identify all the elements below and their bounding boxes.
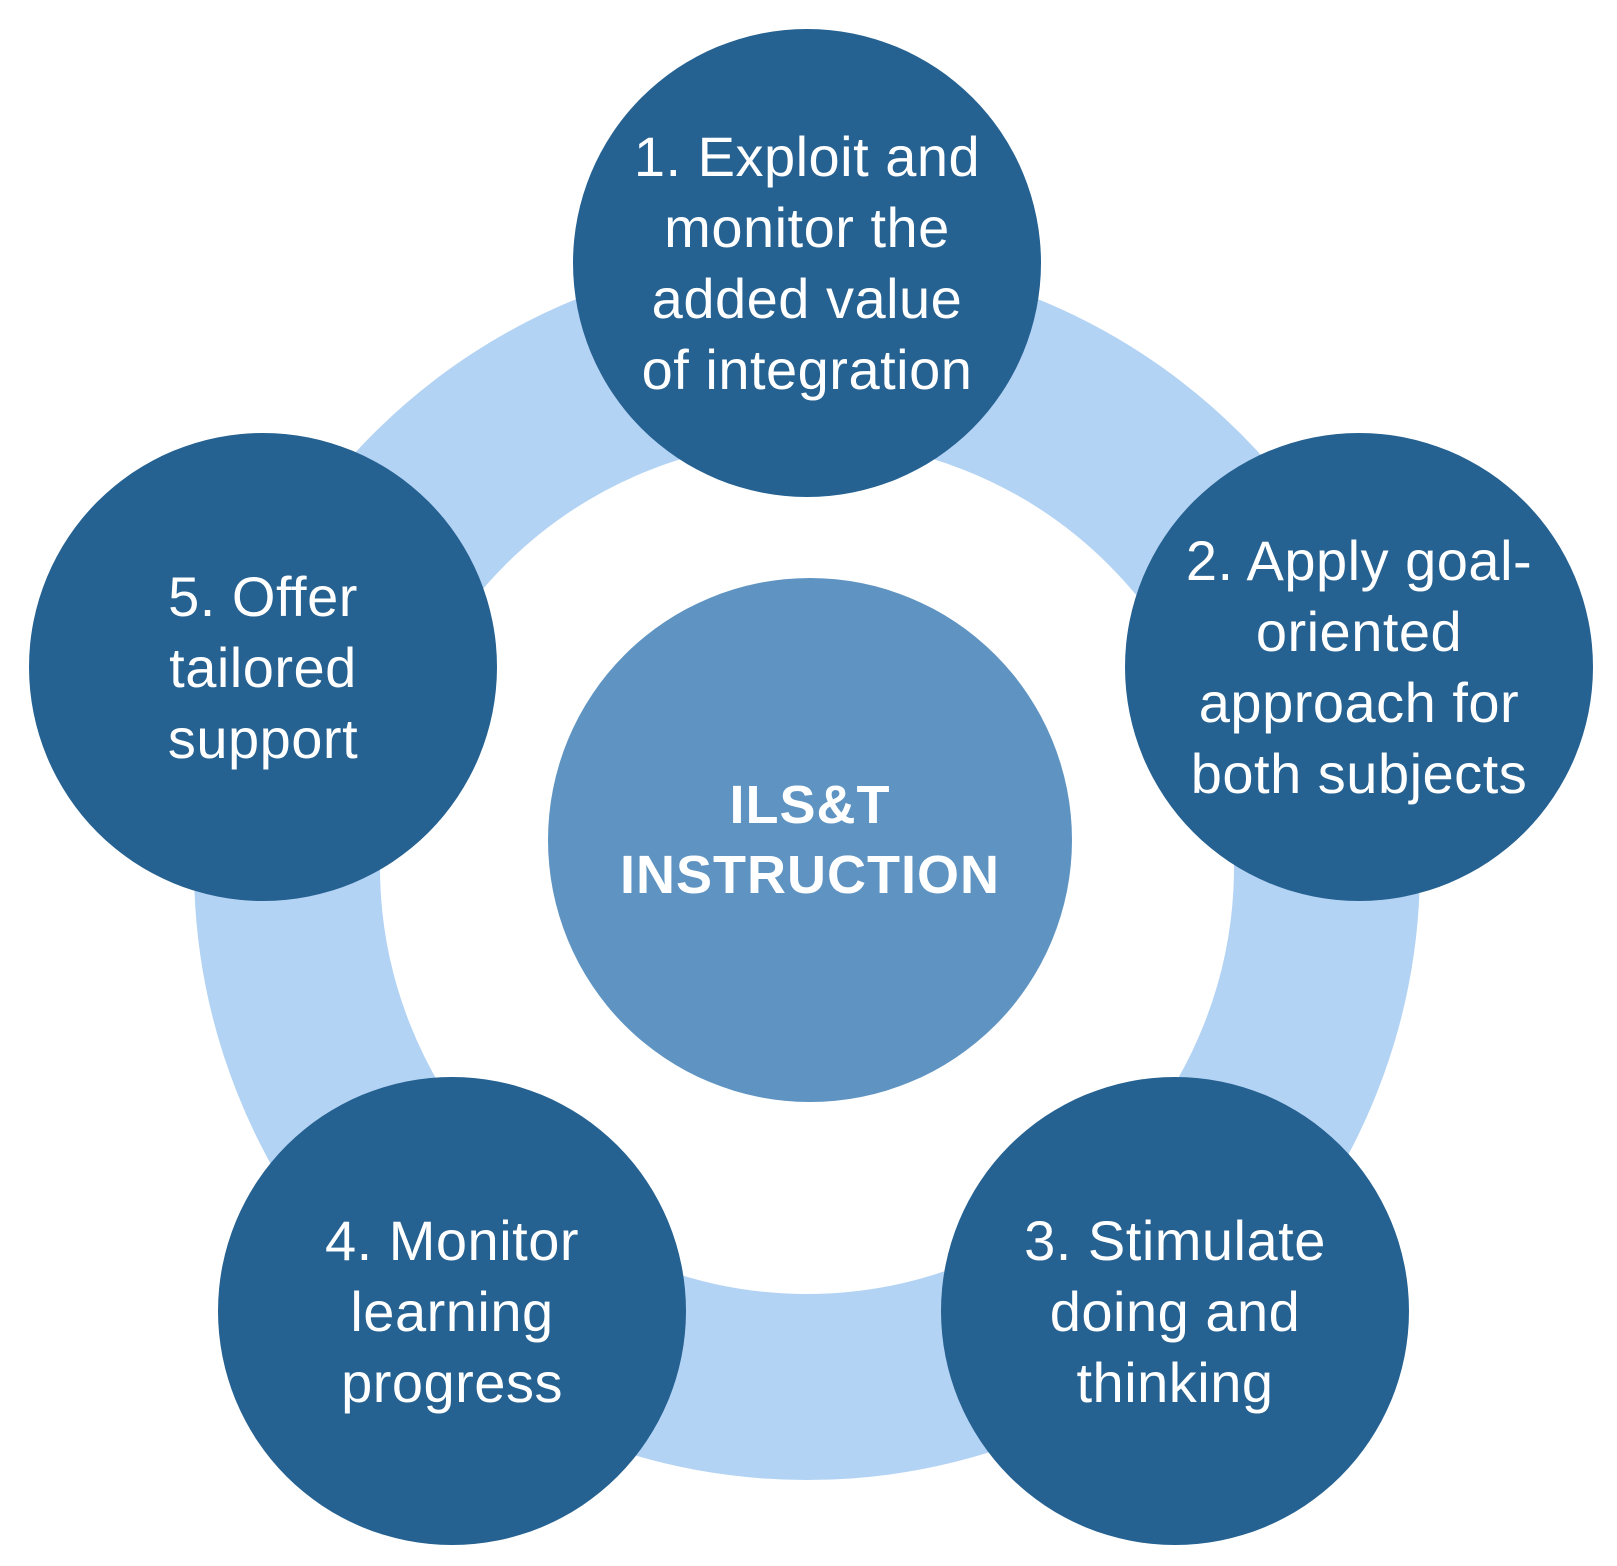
step-1-label: 1. Exploit and monitor the added value o… <box>633 125 981 401</box>
center-label: ILS&T INSTRUCTION <box>620 775 1000 905</box>
step-3-circle: 3. Stimulate doing and thinking <box>941 1077 1409 1545</box>
step-4-circle: 4. Monitor learning progress <box>218 1077 686 1545</box>
step-5-circle: 5. Offer tailored support <box>29 433 497 901</box>
center-circle: ILS&T INSTRUCTION <box>548 578 1072 1102</box>
step-5-label: 5. Offer tailored support <box>167 564 359 770</box>
step-1-circle: 1. Exploit and monitor the added value o… <box>573 29 1041 497</box>
step-3-label: 3. Stimulate doing and thinking <box>1024 1208 1326 1414</box>
step-2-label: 2. Apply goal-oriented approach for both… <box>1185 529 1533 805</box>
step-4-label: 4. Monitor learning progress <box>325 1208 579 1414</box>
step-2-circle: 2. Apply goal-oriented approach for both… <box>1125 433 1593 901</box>
